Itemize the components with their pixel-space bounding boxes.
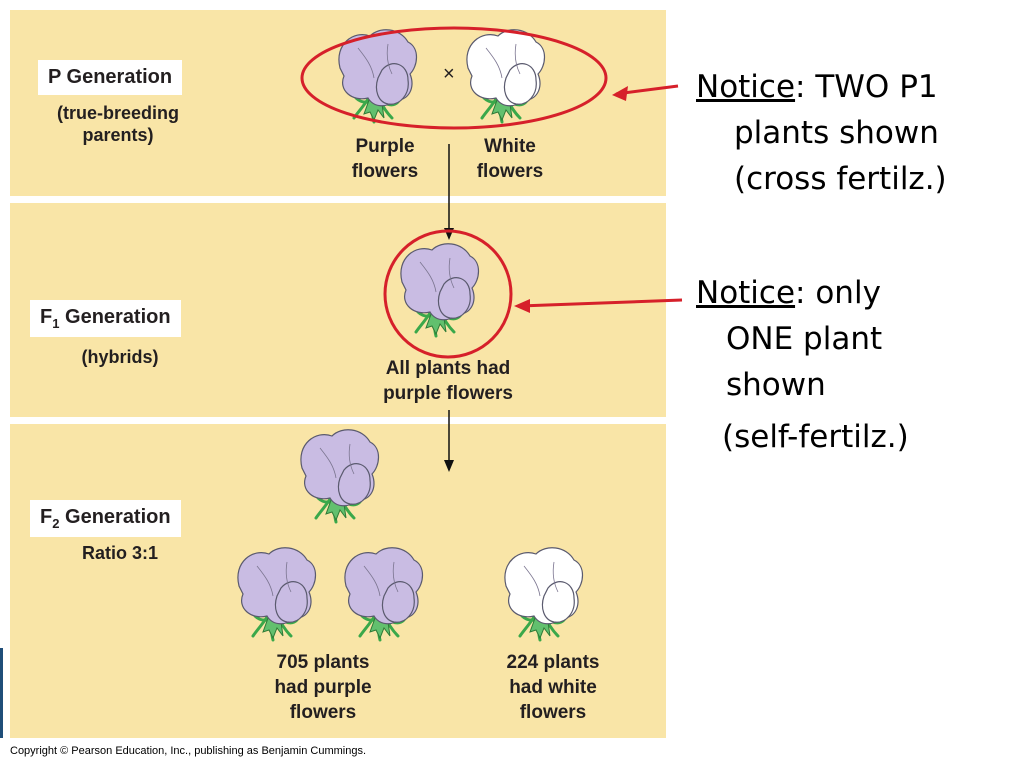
white-flowers-caption: White flowers bbox=[476, 136, 544, 182]
arrow-down-icon bbox=[444, 144, 454, 240]
cross-symbol: × bbox=[443, 63, 455, 85]
notice-note-2: Notice: only ONE plant shown (self-ferti… bbox=[696, 275, 909, 455]
red-circle-icon bbox=[383, 229, 513, 359]
white-flower-icon bbox=[465, 28, 546, 124]
purple-flower-icon bbox=[299, 428, 380, 524]
notice-keyword: Notice bbox=[696, 275, 796, 311]
f2-purple-caption: 705 plants had purple flowers bbox=[274, 652, 372, 723]
red-ellipse-icon bbox=[300, 26, 608, 130]
notice-keyword: Notice bbox=[696, 69, 796, 105]
purple-flower-icon bbox=[399, 242, 480, 338]
copyright-text: Copyright © Pearson Education, Inc., pub… bbox=[10, 745, 367, 757]
red-arrow-icon bbox=[514, 298, 683, 313]
purple-flowers-caption: Purple flowers bbox=[351, 136, 419, 182]
p-generation-label: P Generation bbox=[38, 60, 183, 95]
p-generation-subtitle: (true-breeding parents) bbox=[56, 103, 179, 145]
left-accent-bar bbox=[0, 648, 3, 738]
purple-flower-icon bbox=[343, 546, 424, 642]
purple-flower-icon bbox=[337, 28, 418, 124]
purple-flower-icon bbox=[236, 546, 317, 642]
f1-generation-subtitle: (hybrids) bbox=[81, 347, 159, 367]
f2-ratio-label: Ratio 3:1 bbox=[81, 543, 159, 563]
red-arrow-icon bbox=[612, 84, 679, 101]
notice-note-1: Notice: TWO P1 plants shown (cross ferti… bbox=[696, 69, 947, 197]
white-flower-icon bbox=[503, 546, 584, 642]
arrow-down-icon bbox=[444, 410, 454, 472]
f2-generation-label: F2 Generation bbox=[30, 500, 181, 537]
f1-generation-label: F1 Generation bbox=[30, 300, 181, 337]
f1-caption: All plants had purple flowers bbox=[383, 358, 513, 404]
f2-white-caption: 224 plants had white flowers bbox=[506, 652, 600, 723]
